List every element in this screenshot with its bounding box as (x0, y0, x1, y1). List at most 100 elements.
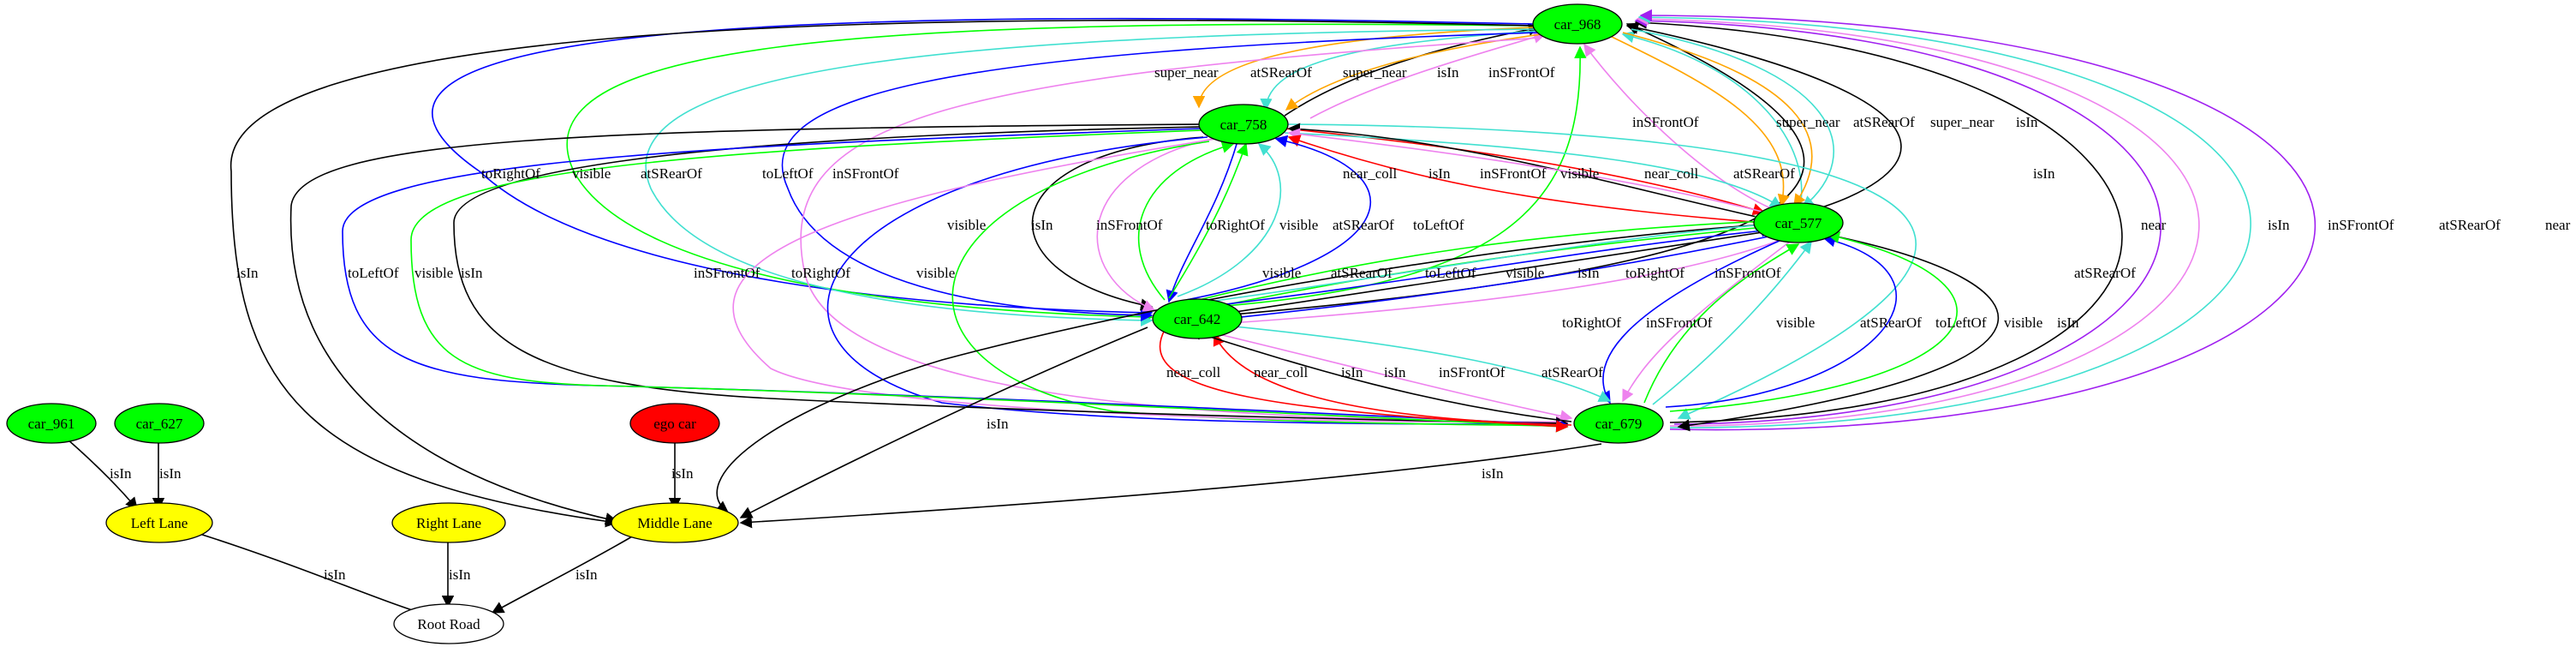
edge-car679-car968-near2 (1639, 9, 2317, 431)
edge-label: toRightOf (791, 265, 850, 281)
edge-labels: super_near atSRearOf super_near isIn inS… (110, 64, 2571, 583)
edge-label: super_near (1930, 114, 1995, 130)
edge-label: near_coll (1644, 165, 1699, 182)
node-label: car_642 (1174, 311, 1221, 327)
edge-label: inSFrontOf (2328, 217, 2394, 233)
edge-label: isIn (236, 265, 259, 281)
edge-car577-car968-rearof (1621, 31, 1803, 215)
edge-label: visible (916, 265, 955, 281)
edge-label: atSRearOf (1853, 114, 1915, 130)
node-label: Right Lane (416, 515, 481, 531)
edge-label: super_near (1154, 64, 1219, 81)
edge-label: visible (1262, 265, 1301, 281)
node-label: ego car (653, 416, 696, 432)
edge-label: visible (1776, 315, 1815, 331)
edge-label: near_coll (1254, 364, 1309, 380)
node-right-lane[interactable]: Right Lane (391, 502, 506, 543)
node-car-577[interactable]: car_577 (1753, 202, 1844, 243)
node-label: car_577 (1775, 215, 1822, 231)
edge-car577-car758-nearcoll (1287, 135, 1765, 224)
edge-car679-car642-nearcoll (1213, 332, 1572, 426)
edge-car642-middle-isin (739, 326, 1148, 518)
edge-label: isIn (2033, 165, 2055, 182)
edge-car758-car679-visible (951, 141, 1569, 433)
edge-car968-car577-rearof (1631, 28, 1834, 208)
node-label: car_961 (28, 416, 75, 432)
edges (66, 9, 2317, 619)
edge-label: isIn (1577, 265, 1600, 281)
node-car-961[interactable]: car_961 (6, 403, 97, 444)
edge-car679-car968-near (1634, 15, 2162, 425)
edge-car642-car758-rearof (1177, 143, 1282, 297)
node-middle-lane[interactable]: Middle Lane (611, 502, 739, 543)
edge-car679-car577-rearof (1652, 240, 1812, 405)
edge-label: atSRearOf (1331, 265, 1392, 281)
edge-label: inSFrontOf (1439, 364, 1506, 380)
edge-label: inSFrontOf (1488, 64, 1555, 81)
edge-label: isIn (1482, 465, 1504, 482)
node-car-642[interactable]: car_642 (1152, 298, 1243, 339)
node-car-679[interactable]: car_679 (1573, 403, 1664, 444)
edge-car758-car679-infrontof (732, 138, 1569, 428)
edge-car758-middle-isin (289, 123, 1202, 525)
edge-car642-car577-visible (1191, 215, 1768, 303)
edge-car758-car968-infrontof (1309, 31, 1547, 119)
edge-car642-car968-visible (1164, 45, 1587, 311)
node-car-627[interactable]: car_627 (114, 403, 205, 444)
edge-car758-car679-visible2 (410, 129, 1569, 433)
edge-label: inSFrontOf (832, 165, 899, 182)
edge-car968-car642-rearof (645, 28, 1538, 326)
edge-car758-car642-isin (1031, 136, 1204, 311)
node-label: car_627 (136, 416, 183, 432)
edge-label: visible (947, 217, 986, 233)
edge-label: isIn (987, 416, 1009, 432)
edge-label: inSFrontOf (1714, 265, 1781, 281)
edge-label: super_near (1776, 114, 1840, 130)
edge-car679-car968-rearof (1637, 10, 2251, 428)
nodes: car_968 car_758 car_577 car_642 car_679 … (6, 3, 1844, 644)
edge-label: near (2141, 217, 2167, 233)
edge-label: visible (572, 165, 611, 182)
node-left-lane[interactable]: Left Lane (105, 502, 213, 543)
edge-car968-car758-rearof (1260, 30, 1538, 111)
edge-car577-car642-isin (1189, 231, 1769, 324)
edge-car642-car758-leftof (1185, 135, 1372, 301)
edge-label: toLeftOf (1425, 265, 1476, 281)
edge-label: toRightOf (1206, 217, 1265, 233)
edge-label: super_near (1343, 64, 1407, 81)
edge-label: toRightOf (1562, 315, 1621, 331)
edge-car577-car968-infrontof (1583, 43, 1786, 215)
edge-label: isIn (449, 566, 471, 583)
node-label: Left Lane (131, 515, 188, 531)
edge-car968-car642-leftof (781, 32, 1538, 321)
node-ego-car[interactable]: ego car (629, 403, 720, 444)
edge-label: isIn (159, 465, 182, 482)
edge-car642-car679-infrontof (1190, 326, 1573, 422)
edge-car642-car577-leftof (1190, 225, 1774, 309)
edge-car679-car968-infrontof (1636, 13, 2200, 427)
edge-label: inSFrontOf (1632, 114, 1699, 130)
edge-label: isIn (575, 566, 598, 583)
edge-car577-car642-rightof (1190, 235, 1774, 327)
edge-label: isIn (324, 566, 346, 583)
edge-label: near_coll (1166, 364, 1221, 380)
edge-car968-car577-supernear2 (1622, 32, 1813, 207)
edge-car642-car679-rearof (1190, 321, 1612, 402)
edge-car577-car968-isin (1625, 21, 1902, 215)
edge-label: isIn (1384, 364, 1406, 380)
edge-car642-car758-visible2 (1168, 142, 1249, 299)
node-car-758[interactable]: car_758 (1198, 104, 1289, 145)
edge-label: toLeftOf (1413, 217, 1464, 233)
node-label: Root Road (417, 616, 480, 632)
edge-label: atSRearOf (1541, 364, 1603, 380)
node-label: car_679 (1595, 416, 1643, 432)
edge-label: toLeftOf (1935, 315, 1987, 331)
edge-car758-car679-isin (453, 126, 1569, 429)
edge-car968-car758-supernear (1192, 27, 1534, 109)
node-car-968[interactable]: car_968 (1532, 3, 1623, 45)
edge-car679-car577-visible2 (1669, 231, 1958, 412)
edge-label: isIn (2268, 217, 2290, 233)
edge-car642-car679-nearcoll (1159, 329, 1569, 433)
node-root-road[interactable]: Root Road (393, 603, 504, 644)
edge-car577-car679-infrontof (1622, 241, 1791, 403)
